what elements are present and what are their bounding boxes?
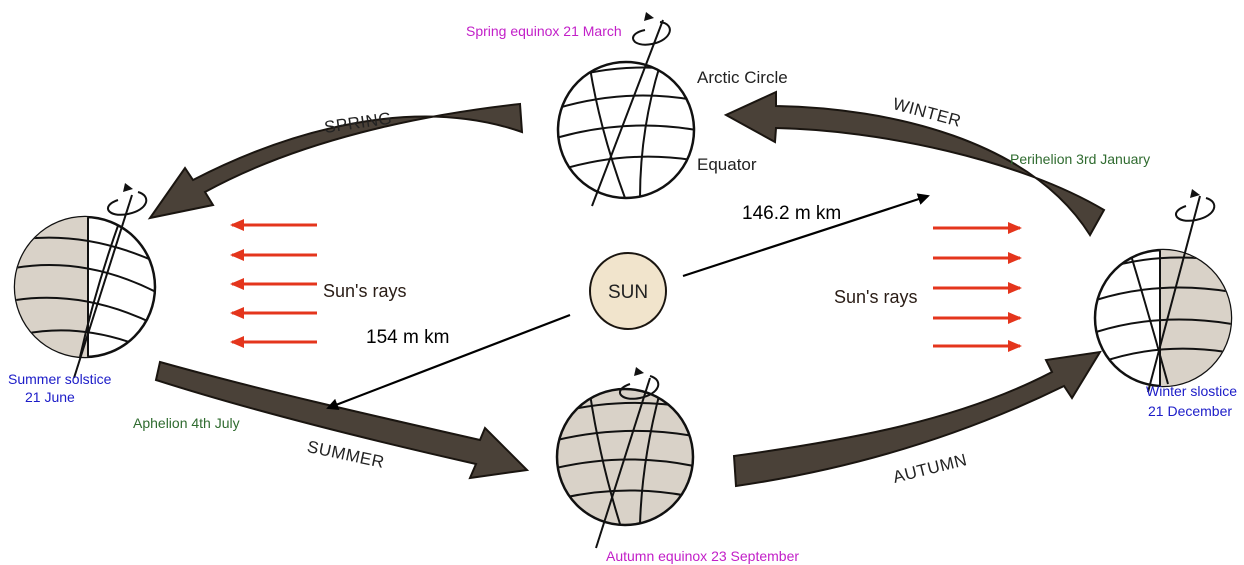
globe-autumn-equinox [555,367,695,549]
equator-label: Equator [697,155,757,174]
rotation-arrow-icon [106,191,148,216]
winter-solstice-label-line2: 21 December [1148,403,1232,419]
globe-spring-equinox [556,12,696,207]
orbit-arrow-autumn [732,350,1102,488]
sun-label: SUN [608,282,648,303]
perihelion-distance-line [682,193,930,278]
orbit-arrow-summer [154,360,530,480]
sun-rays-left [230,219,317,348]
orbit-arrow-spring [147,102,524,220]
aphelion-distance-line [326,313,571,411]
rotation-arrow-icon [618,375,660,400]
sun-rays-left-label: Sun's rays [323,281,406,301]
aphelion-distance-label: 154 m km [366,327,449,348]
sun-rays-right [933,222,1022,352]
season-label-autumn: AUTUMN [891,450,969,487]
globe-summer-solstice [13,183,157,379]
summer-solstice-label-line1: Summer solstice [8,371,112,387]
autumn-equinox-label: Autumn equinox 23 September [606,548,799,564]
rotation-arrow-icon [632,21,671,46]
sun-rays-right-label: Sun's rays [834,287,917,307]
summer-solstice-label-line2: 21 June [25,389,75,405]
winter-solstice-label-line1: Winter slostice [1146,383,1237,399]
spring-equinox-label: Spring equinox 21 March [466,23,622,39]
orbit-arrow-winter [723,90,1106,237]
rotation-arrow-icon [1174,197,1216,222]
season-label-summer: SUMMER [305,437,386,472]
sun [589,252,667,330]
globe-winter-solstice [1093,189,1233,393]
perihelion-distance-label: 146.2 m km [742,203,841,224]
perihelion-label: Perihelion 3rd January [1010,151,1150,167]
arctic-circle-label: Arctic Circle [697,68,788,87]
aphelion-label: Aphelion 4th July [133,415,240,431]
